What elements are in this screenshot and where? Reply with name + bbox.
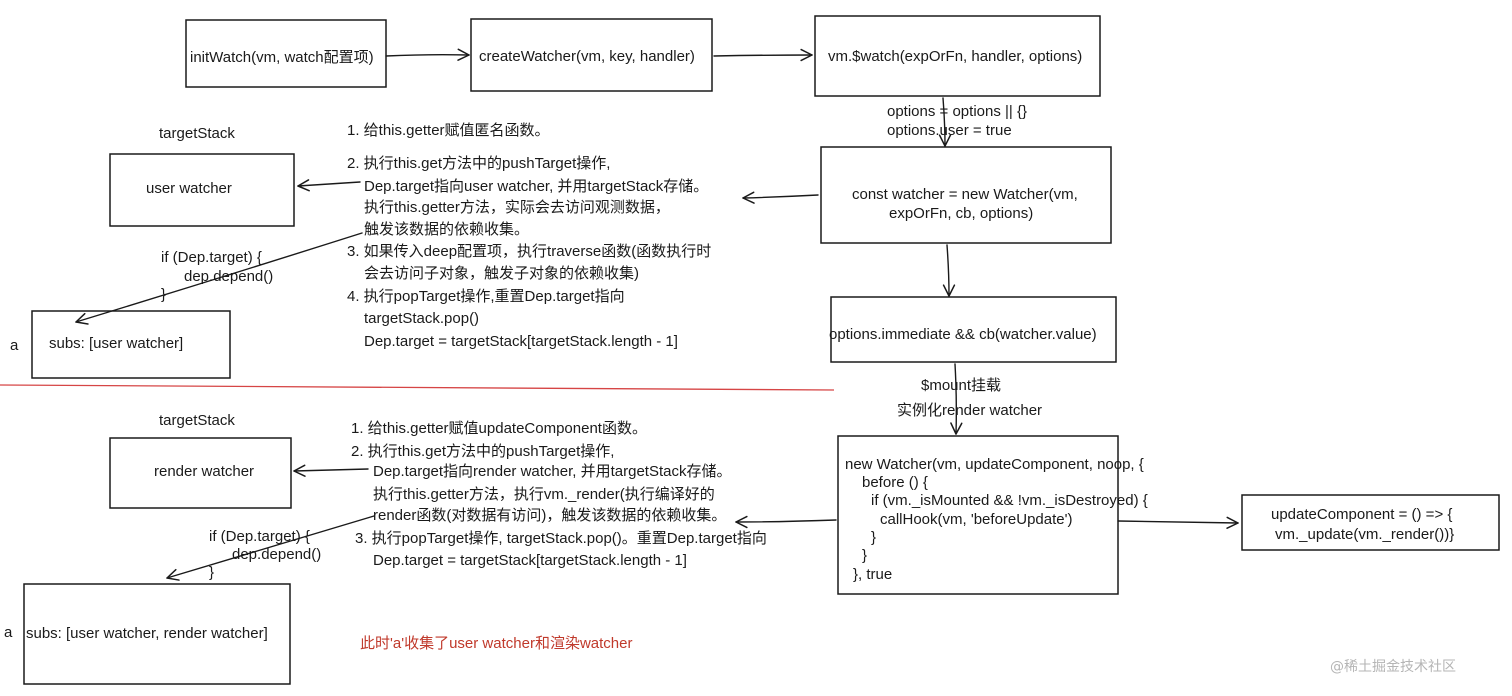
render-watcher-code-7: }, true — [853, 566, 892, 583]
arrow-immediate-to-render-watcher — [950, 363, 963, 435]
render-watcher-code-3: if (vm._isMounted && !vm._isDestroyed) { — [871, 492, 1148, 509]
immediate-node: options.immediate && cb(watcher.value) — [829, 296, 1117, 363]
conclusion-note: 此时'a'收集了user watcher和渲染watcher — [360, 635, 632, 652]
bottom-step-line-4: 执行this.getter方法，执行vm._render(执行编译好的 — [373, 486, 715, 503]
render-watcher-stack-node: render watcher — [109, 437, 292, 509]
arrow-steps-to-subs-top — [75, 232, 363, 325]
options-note-line-2: options.user = true — [887, 122, 1012, 139]
watermark: @稀土掘金技术社区 — [1330, 659, 1456, 675]
arrow-steps-to-render-stack — [293, 464, 369, 477]
arrow-render-watcher-to-steps — [735, 515, 837, 529]
arrow-steps-to-stack — [297, 179, 361, 192]
vm-watch-label: vm.$watch(expOrFn, handler, options) — [828, 48, 1082, 65]
top-step-line-4: 执行this.getter方法，实际会去访问观测数据， — [364, 199, 670, 216]
new-user-watcher-line-2: expOrFn, cb, options) — [889, 205, 1033, 222]
bottom-step-line-2: 2. 执行this.get方法中的pushTarget操作, — [351, 443, 614, 460]
top-step-line-3: Dep.target指向user watcher, 并用targetStack存… — [364, 178, 708, 195]
subs-top-label: subs: [user watcher] — [49, 335, 183, 352]
top-step-line-1: 1. 给this.getter赋值匿名函数。 — [347, 122, 550, 139]
init-watch-node: initWatch(vm, watch配置项) — [185, 19, 387, 88]
render-watcher-code-1: new Watcher(vm, updateComponent, noop, { — [845, 456, 1144, 473]
init-watch-label: initWatch(vm, watch配置项) — [190, 49, 374, 66]
subs-prefix-bottom: a — [4, 624, 13, 641]
dep-depend-top-line-1: if (Dep.target) { — [161, 249, 262, 266]
top-step-line-8: 4. 执行popTarget操作,重置Dep.target指向 — [347, 288, 625, 305]
render-watcher-stack-label: render watcher — [154, 463, 254, 480]
arrow-newwatcher-to-steps — [742, 191, 819, 204]
dep-depend-code-bottom: if (Dep.target) { dep.depend() } — [209, 528, 321, 581]
new-user-watcher-line-1: const watcher = new Watcher(vm, — [852, 186, 1078, 203]
top-step-line-5: 触发该数据的依赖收集。 — [364, 221, 529, 238]
dep-depend-top-line-2: dep.depend() — [184, 268, 273, 285]
update-component-line-1: updateComponent = () => { — [1271, 506, 1452, 523]
target-stack-label-bottom: targetStack — [159, 412, 235, 429]
dep-depend-bottom-line-2: dep.depend() — [232, 546, 321, 563]
mount-note: $mount挂载 实例化render watcher — [897, 377, 1042, 419]
mount-note-line-2: 实例化render watcher — [897, 402, 1042, 419]
render-watcher-code-2: before () { — [862, 474, 928, 491]
bottom-step-line-1: 1. 给this.getter赋值updateComponent函数。 — [351, 420, 647, 437]
options-note-line-1: options = options || {} — [887, 103, 1027, 120]
bottom-step-line-7: Dep.target = targetStack[targetStack.len… — [373, 552, 687, 569]
top-step-line-6: 3. 如果传入deep配置项，执行traverse函数(函数执行时 — [347, 243, 711, 260]
top-step-line-7: 会去访问子对象，触发子对象的依赖收集) — [364, 265, 639, 282]
subs-bottom-node: subs: [user watcher, render watcher] — [23, 583, 291, 685]
arrow-render-watcher-to-update — [1117, 516, 1239, 529]
new-render-watcher-node: new Watcher(vm, updateComponent, noop, {… — [837, 435, 1148, 595]
bottom-step-line-6: 3. 执行popTarget操作, targetStack.pop()。重置De… — [355, 530, 767, 547]
bottom-step-line-5: render函数(对数据有访问)，触发该数据的依赖收集。 — [373, 507, 726, 524]
vm-watch-node: vm.$watch(expOrFn, handler, options) — [814, 15, 1101, 97]
dep-depend-bottom-line-1: if (Dep.target) { — [209, 528, 310, 545]
update-component-node: updateComponent = () => { vm._update(vm.… — [1241, 494, 1500, 551]
dep-depend-bottom-line-3: } — [209, 564, 214, 581]
render-watcher-steps: 1. 给this.getter赋值updateComponent函数。 2. 执… — [351, 420, 767, 569]
create-watcher-label: createWatcher(vm, key, handler) — [479, 48, 695, 65]
update-component-line-2: vm._update(vm._render())} — [1275, 526, 1454, 543]
top-step-line-2: 2. 执行this.get方法中的pushTarget操作, — [347, 155, 610, 172]
mount-note-line-1: $mount挂载 — [921, 377, 1001, 394]
render-watcher-code-5: } — [871, 529, 876, 546]
arrow-newwatcher-to-immediate — [942, 244, 956, 297]
create-watcher-node: createWatcher(vm, key, handler) — [470, 18, 713, 92]
user-watcher-stack-node: user watcher — [109, 153, 295, 227]
bottom-step-line-3: Dep.target指向render watcher, 并用targetStac… — [373, 463, 731, 480]
user-watcher-steps: 1. 给this.getter赋值匿名函数。 2. 执行this.get方法中的… — [347, 122, 711, 350]
render-watcher-code-4: callHook(vm, 'beforeUpdate') — [880, 511, 1072, 528]
immediate-label: options.immediate && cb(watcher.value) — [829, 326, 1097, 343]
new-user-watcher-node: const watcher = new Watcher(vm, expOrFn,… — [820, 146, 1112, 244]
top-step-line-10: Dep.target = targetStack[targetStack.len… — [364, 333, 678, 350]
subs-prefix-top: a — [10, 337, 19, 354]
arrow-steps-to-subs-bottom — [166, 515, 375, 581]
subs-bottom-label: subs: [user watcher, render watcher] — [26, 625, 268, 642]
subs-top-node: subs: [user watcher] — [31, 310, 231, 379]
top-step-line-9: targetStack.pop() — [364, 310, 479, 327]
dep-depend-code-top: if (Dep.target) { dep.depend() } — [161, 249, 273, 303]
user-watcher-stack-label: user watcher — [146, 180, 232, 197]
arrow-init-to-create — [385, 48, 470, 61]
options-note: options = options || {} options.user = t… — [887, 103, 1027, 139]
render-watcher-code-6: } — [862, 547, 867, 564]
arrow-create-to-vmwatch — [713, 48, 813, 62]
section-divider — [0, 384, 835, 391]
arrow-vmwatch-to-newwatcher — [938, 97, 952, 147]
target-stack-label-top: targetStack — [159, 125, 235, 142]
